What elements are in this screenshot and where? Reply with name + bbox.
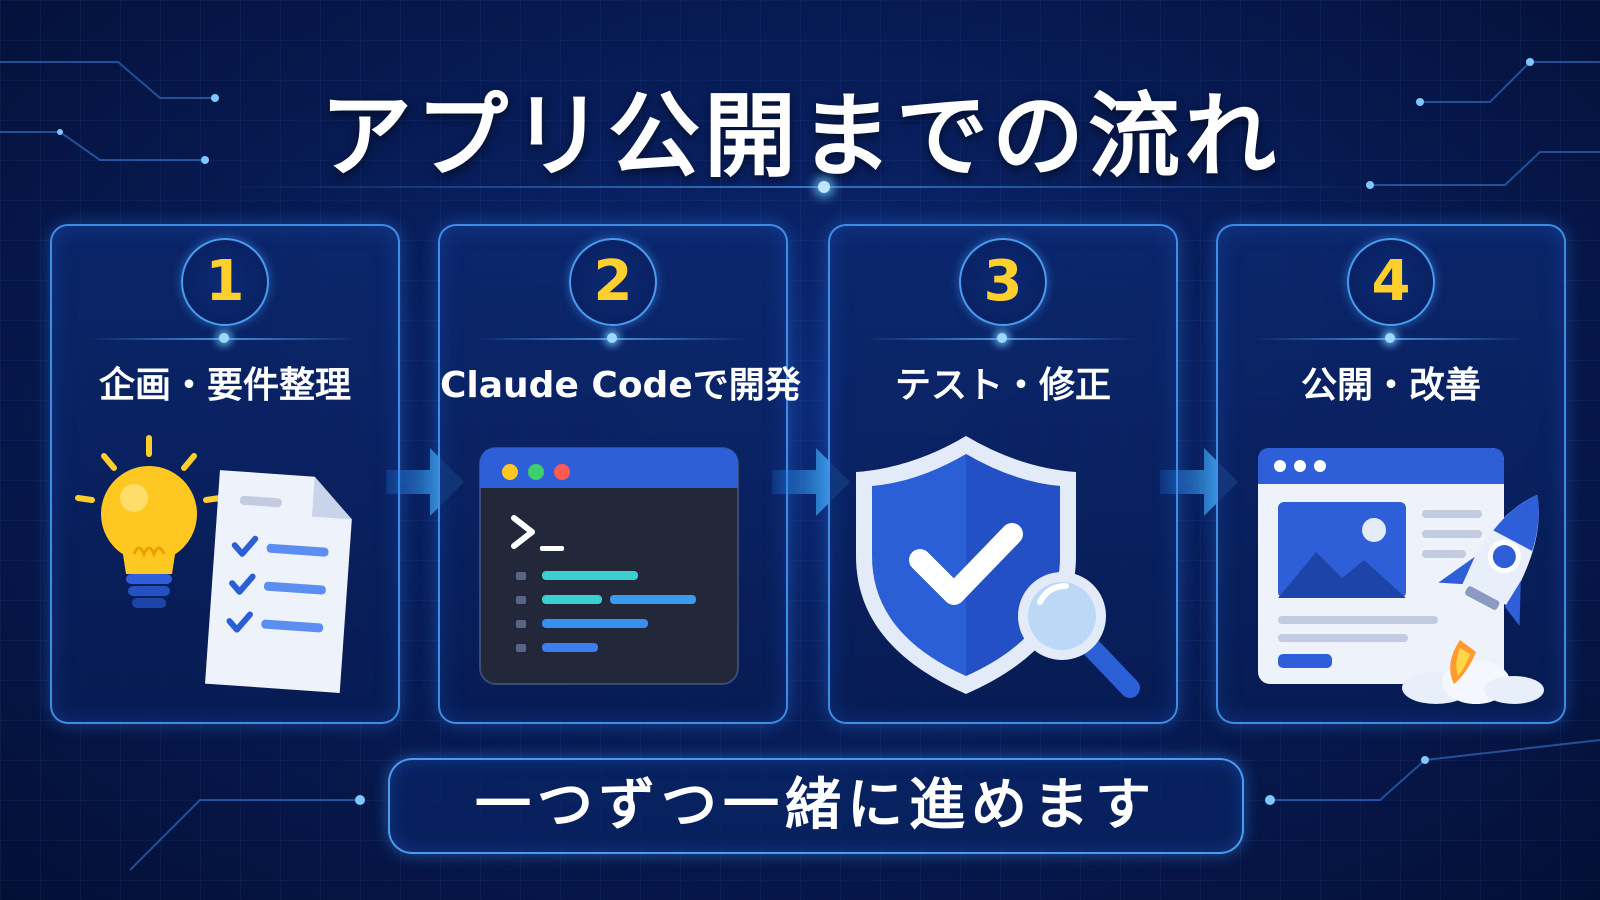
step-divider-dot bbox=[1385, 333, 1395, 343]
step-label-3: テスト・修正 bbox=[894, 365, 1111, 406]
title-glow-dot bbox=[818, 181, 830, 193]
terminal-window-icon bbox=[479, 447, 739, 685]
step-number-1: 1 bbox=[181, 238, 269, 326]
step-card-2: 2 Claude Codeで開発 bbox=[438, 224, 801, 724]
step-number-2: 2 bbox=[569, 238, 657, 326]
title-underline bbox=[220, 186, 1380, 188]
step-number-4: 4 bbox=[1347, 238, 1435, 326]
step-card-3: 3 テスト・修正 bbox=[828, 224, 1178, 724]
webpage-rocket-icon bbox=[1258, 448, 1544, 704]
step-divider-dot bbox=[997, 333, 1007, 343]
step-divider-dot bbox=[219, 333, 229, 343]
step-card-1: 1 企画・要件整理 bbox=[50, 224, 400, 724]
step-card-4: 4 公開・改善 bbox=[1216, 224, 1566, 724]
step-number-3: 3 bbox=[959, 238, 1047, 326]
lightbulb-checklist-icon bbox=[75, 435, 352, 693]
footer-message: 一つずつ一緒に進めます bbox=[388, 758, 1244, 854]
step-label-2: Claude Codeで開発 bbox=[440, 365, 801, 406]
step-label-4: 公開・改善 bbox=[1300, 365, 1481, 406]
shield-check-magnifier-icon bbox=[856, 436, 1140, 698]
step-label-1: 企画・要件整理 bbox=[98, 365, 351, 406]
page-title: アプリ公開までの流れ bbox=[319, 83, 1280, 190]
step-divider-dot bbox=[607, 333, 617, 343]
